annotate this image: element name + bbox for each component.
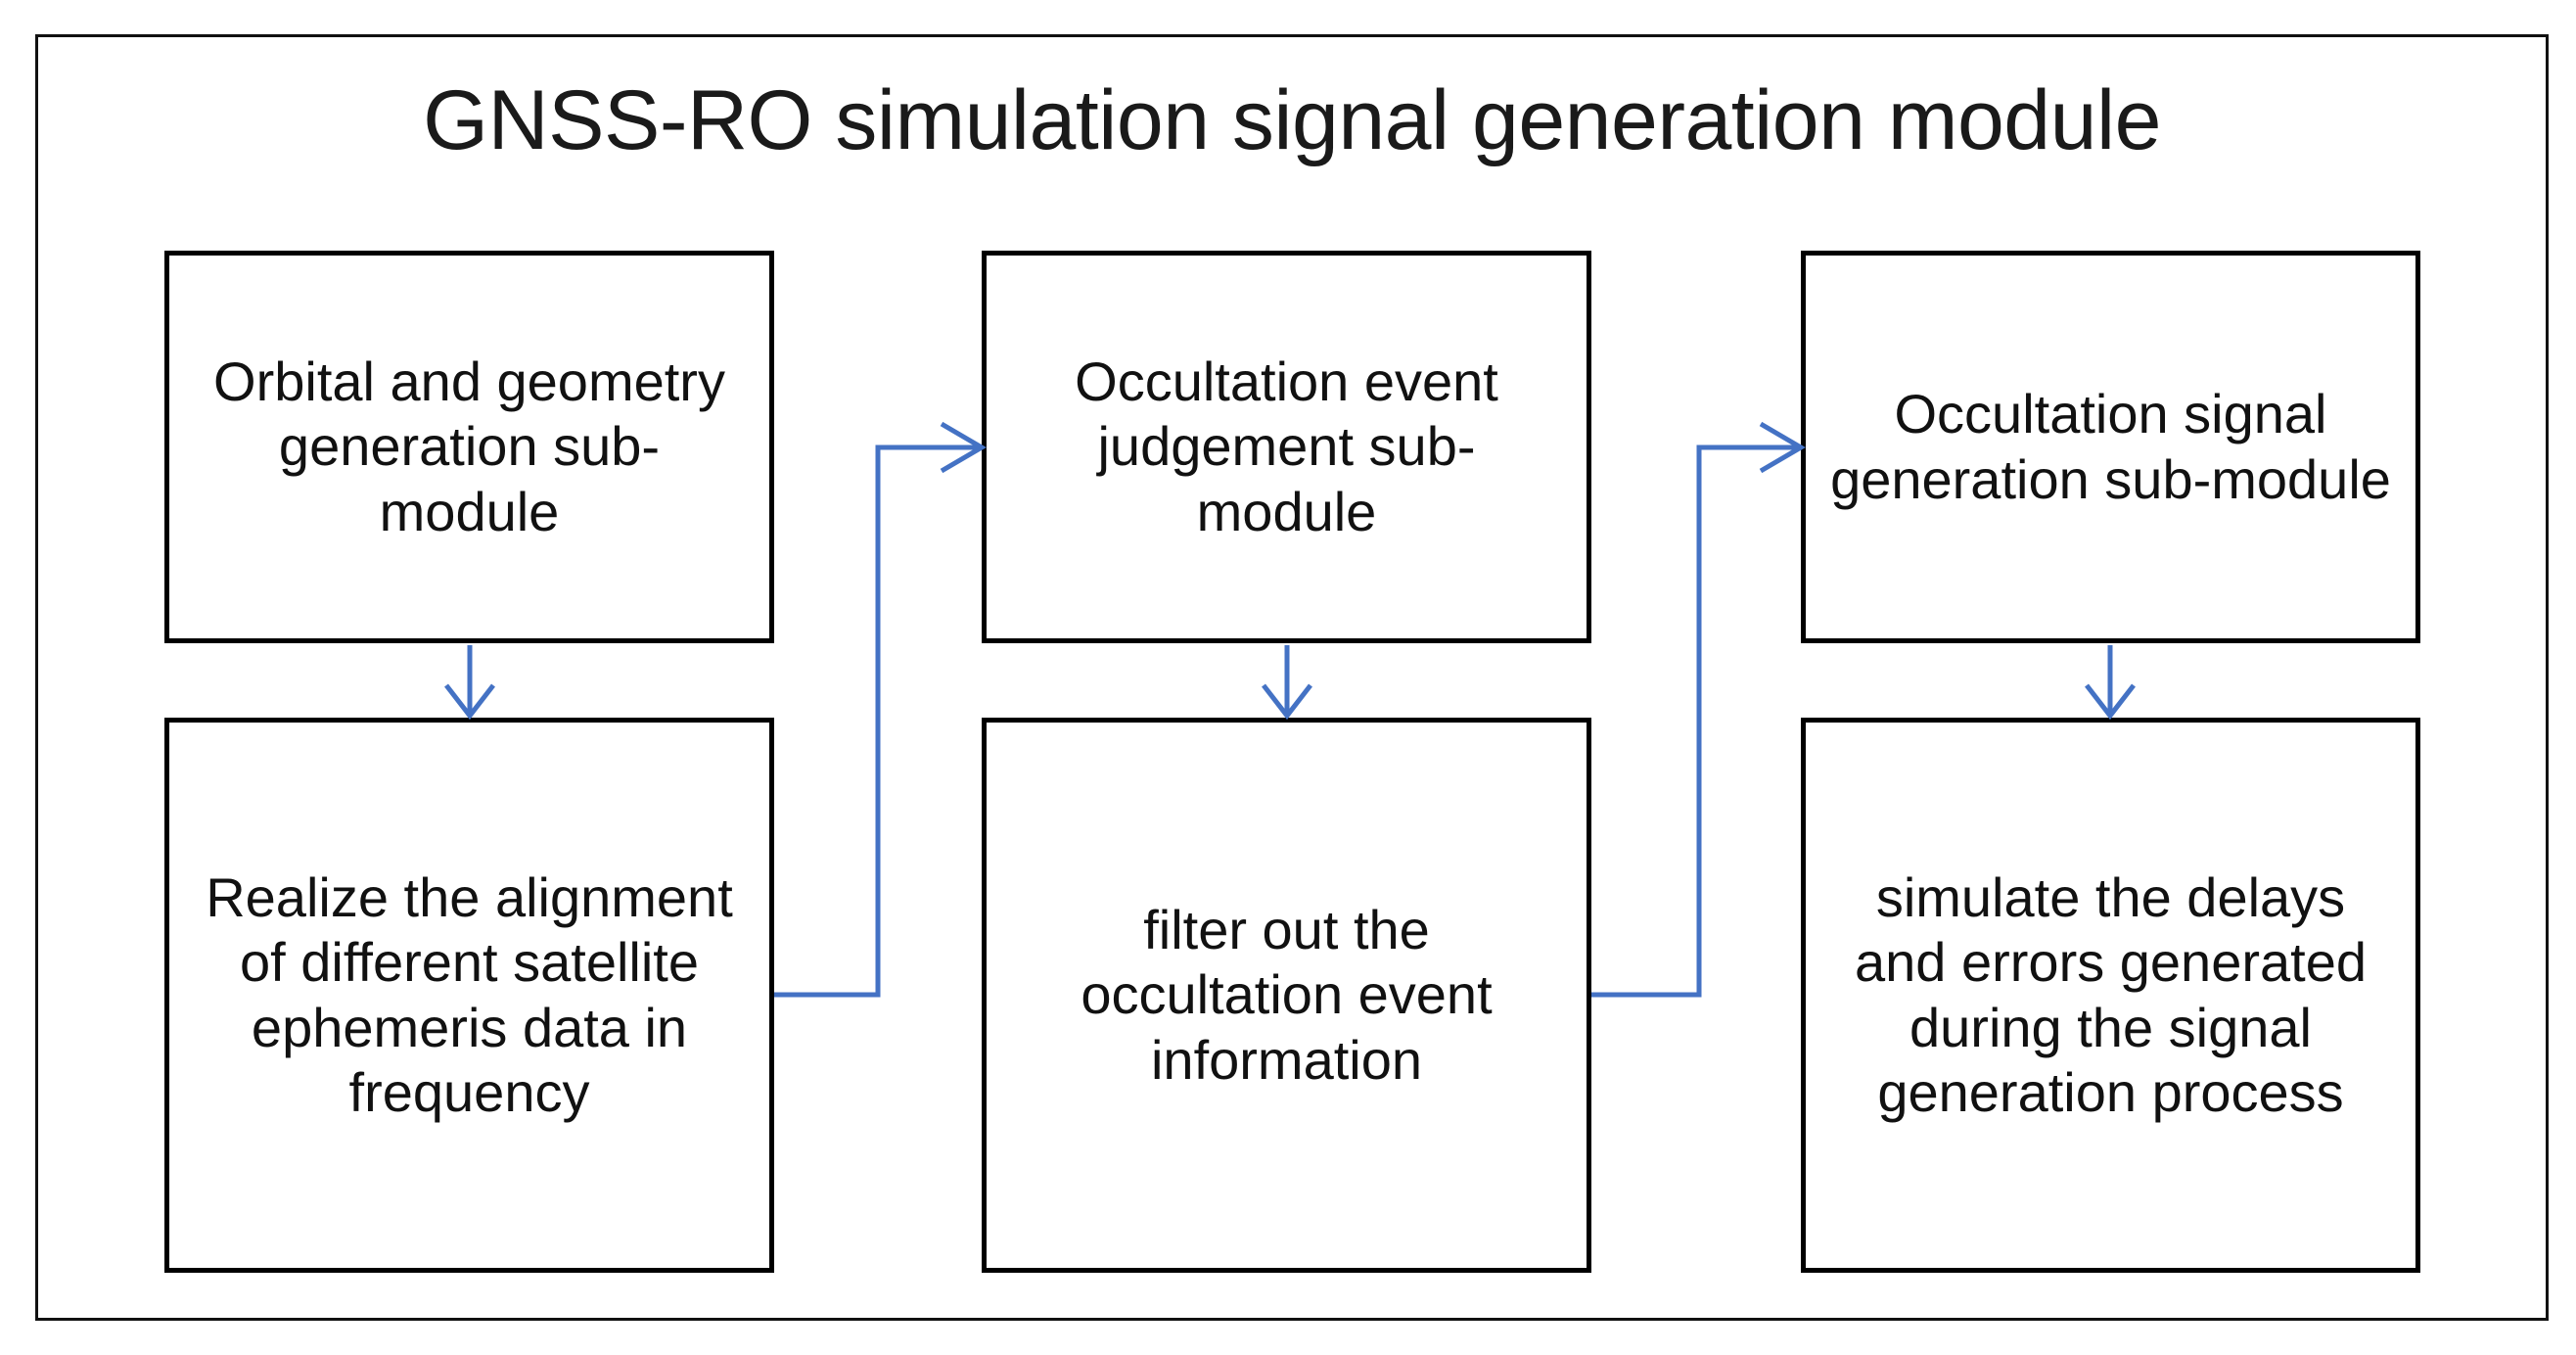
page-title: GNSS-RO simulation signal generation mod… bbox=[423, 72, 2161, 167]
node-occultation-signal-generation-sub-module: Occultation signal generation sub-module bbox=[1801, 251, 2420, 643]
node-simulate-delays-and-errors: simulate the delays and errors generated… bbox=[1801, 718, 2420, 1273]
node-label: Orbital and geometry generation sub-modu… bbox=[213, 350, 725, 542]
node-label: filter out the occultation event informa… bbox=[1081, 899, 1493, 1091]
node-label: Occultation event judgement sub-module bbox=[1075, 350, 1498, 542]
node-occultation-event-judgement-sub-module: Occultation event judgement sub-module bbox=[982, 251, 1591, 643]
node-label: simulate the delays and errors generated… bbox=[1854, 866, 2367, 1123]
node-realize-alignment-of-ephemeris-data: Realize the alignment of different satel… bbox=[164, 718, 774, 1273]
node-orbital-and-geometry-generation-sub-module: Orbital and geometry generation sub-modu… bbox=[164, 251, 774, 643]
node-filter-out-occultation-event-information: filter out the occultation event informa… bbox=[982, 718, 1591, 1273]
node-label: Occultation signal generation sub-module bbox=[1830, 383, 2391, 510]
node-label: Realize the alignment of different satel… bbox=[206, 866, 733, 1123]
